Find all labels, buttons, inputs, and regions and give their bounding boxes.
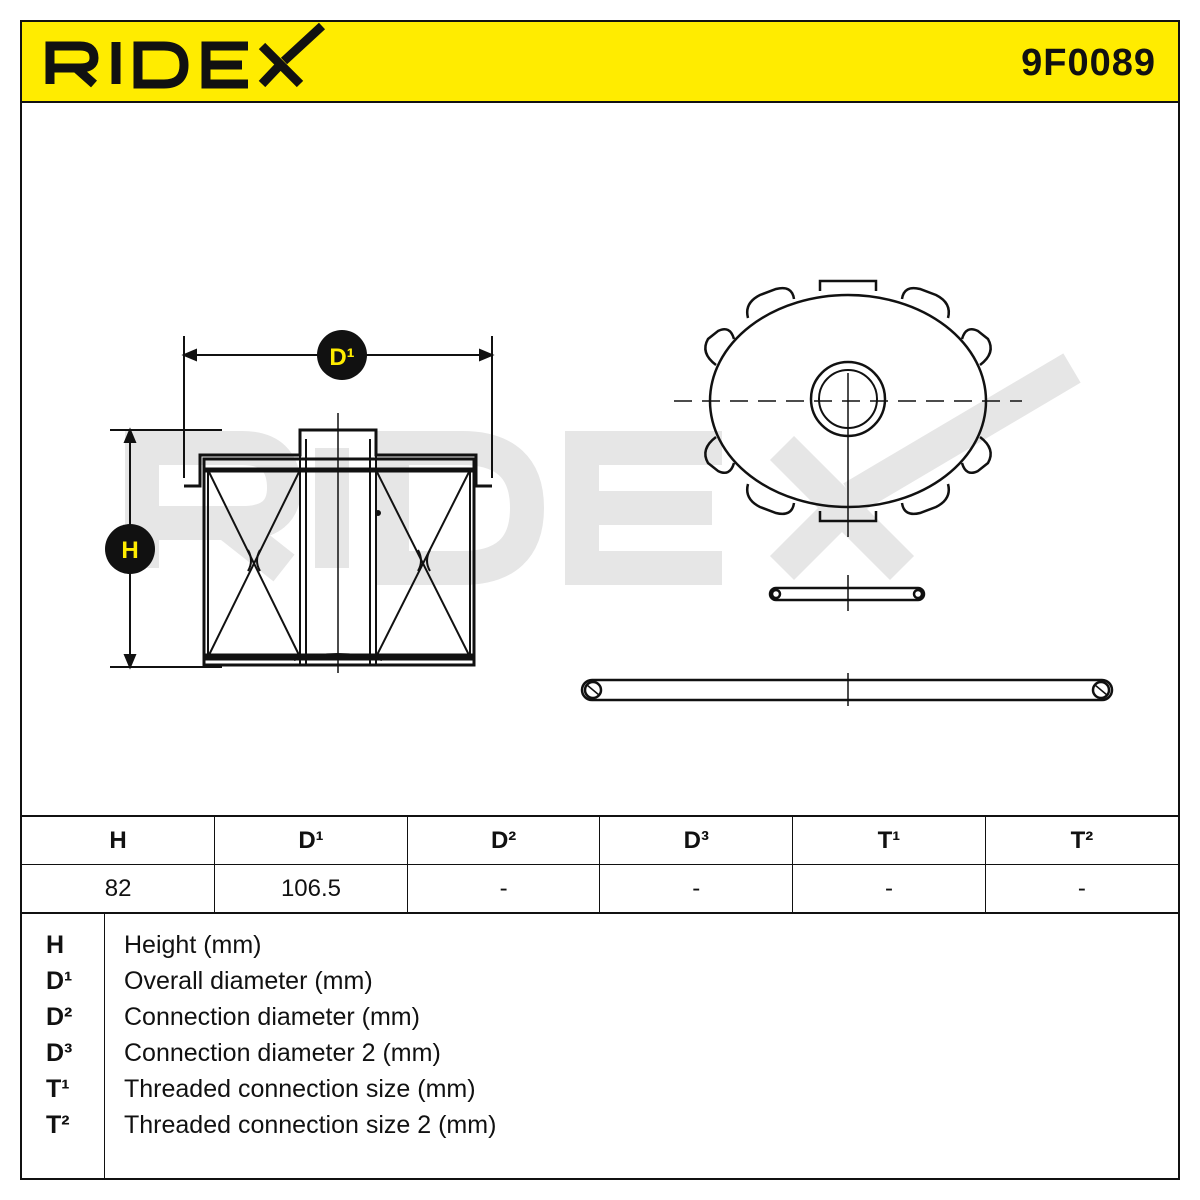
legend-item: T¹ Threaded connection size (mm) <box>22 1075 1178 1111</box>
legend-symbol: H <box>46 931 65 959</box>
spec-header-row: H D¹ D² D³ T¹ T² <box>22 815 1178 865</box>
legend-description: Threaded connection size 2 (mm) <box>124 1111 497 1139</box>
header-bar: 9F0089 <box>22 22 1178 103</box>
legend-symbol: D¹ <box>46 967 73 995</box>
legend-description: Threaded connection size (mm) <box>124 1075 476 1103</box>
spec-header-h: H <box>22 815 216 865</box>
spec-value-t1: - <box>792 864 986 914</box>
legend-item: D³ Connection diameter 2 (mm) <box>22 1039 1178 1075</box>
legend-symbol: D² <box>46 1003 73 1031</box>
spec-value-d1: 106.5 <box>214 864 408 914</box>
d1-marker <box>317 330 367 380</box>
filter-top-view <box>674 279 1022 537</box>
legend-item: D² Connection diameter (mm) <box>22 1003 1178 1039</box>
legend-symbol: D³ <box>46 1039 73 1067</box>
product-sheet: 9F0089 <box>20 20 1180 1180</box>
h-label: H <box>121 537 138 564</box>
legend-item: D¹ Overall diameter (mm) <box>22 967 1178 1003</box>
spec-value-row: 82 106.5 - - - - <box>22 864 1178 914</box>
large-o-ring <box>580 673 1114 706</box>
legend-divider <box>104 912 105 1178</box>
d1-label: D¹ <box>329 344 354 371</box>
legend-item: H Height (mm) <box>22 931 1178 967</box>
filter-side-view <box>110 336 495 673</box>
spec-table: H D¹ D² D³ T¹ T² 82 106.5 - - - - <box>22 815 1178 914</box>
small-o-ring <box>768 575 926 611</box>
technical-drawing: D¹ H <box>105 279 1114 706</box>
legend-description: Connection diameter 2 (mm) <box>124 1039 441 1067</box>
spec-value-t2: - <box>984 864 1178 914</box>
legend: H Height (mm) D¹ Overall diameter (mm) D… <box>22 912 1178 1178</box>
spec-header-t1: T¹ <box>792 815 986 865</box>
ridex-logo <box>45 22 326 89</box>
h-marker <box>105 524 155 574</box>
legend-symbol: T¹ <box>46 1075 70 1103</box>
spec-header-d1: D¹ <box>214 815 408 865</box>
legend-description: Height (mm) <box>124 931 262 959</box>
spec-value-d2: - <box>406 864 601 914</box>
spec-header-t2: T² <box>984 815 1178 865</box>
spec-value-d3: - <box>599 864 794 914</box>
spec-value-h: 82 <box>22 864 216 914</box>
legend-description: Connection diameter (mm) <box>124 1003 420 1031</box>
legend-item: T² Threaded connection size 2 (mm) <box>22 1111 1178 1147</box>
spec-header-d2: D² <box>406 815 601 865</box>
part-number: 9F0089 <box>1021 42 1156 84</box>
spec-header-d3: D³ <box>599 815 794 865</box>
legend-symbol: T² <box>46 1111 70 1139</box>
legend-description: Overall diameter (mm) <box>124 967 373 995</box>
